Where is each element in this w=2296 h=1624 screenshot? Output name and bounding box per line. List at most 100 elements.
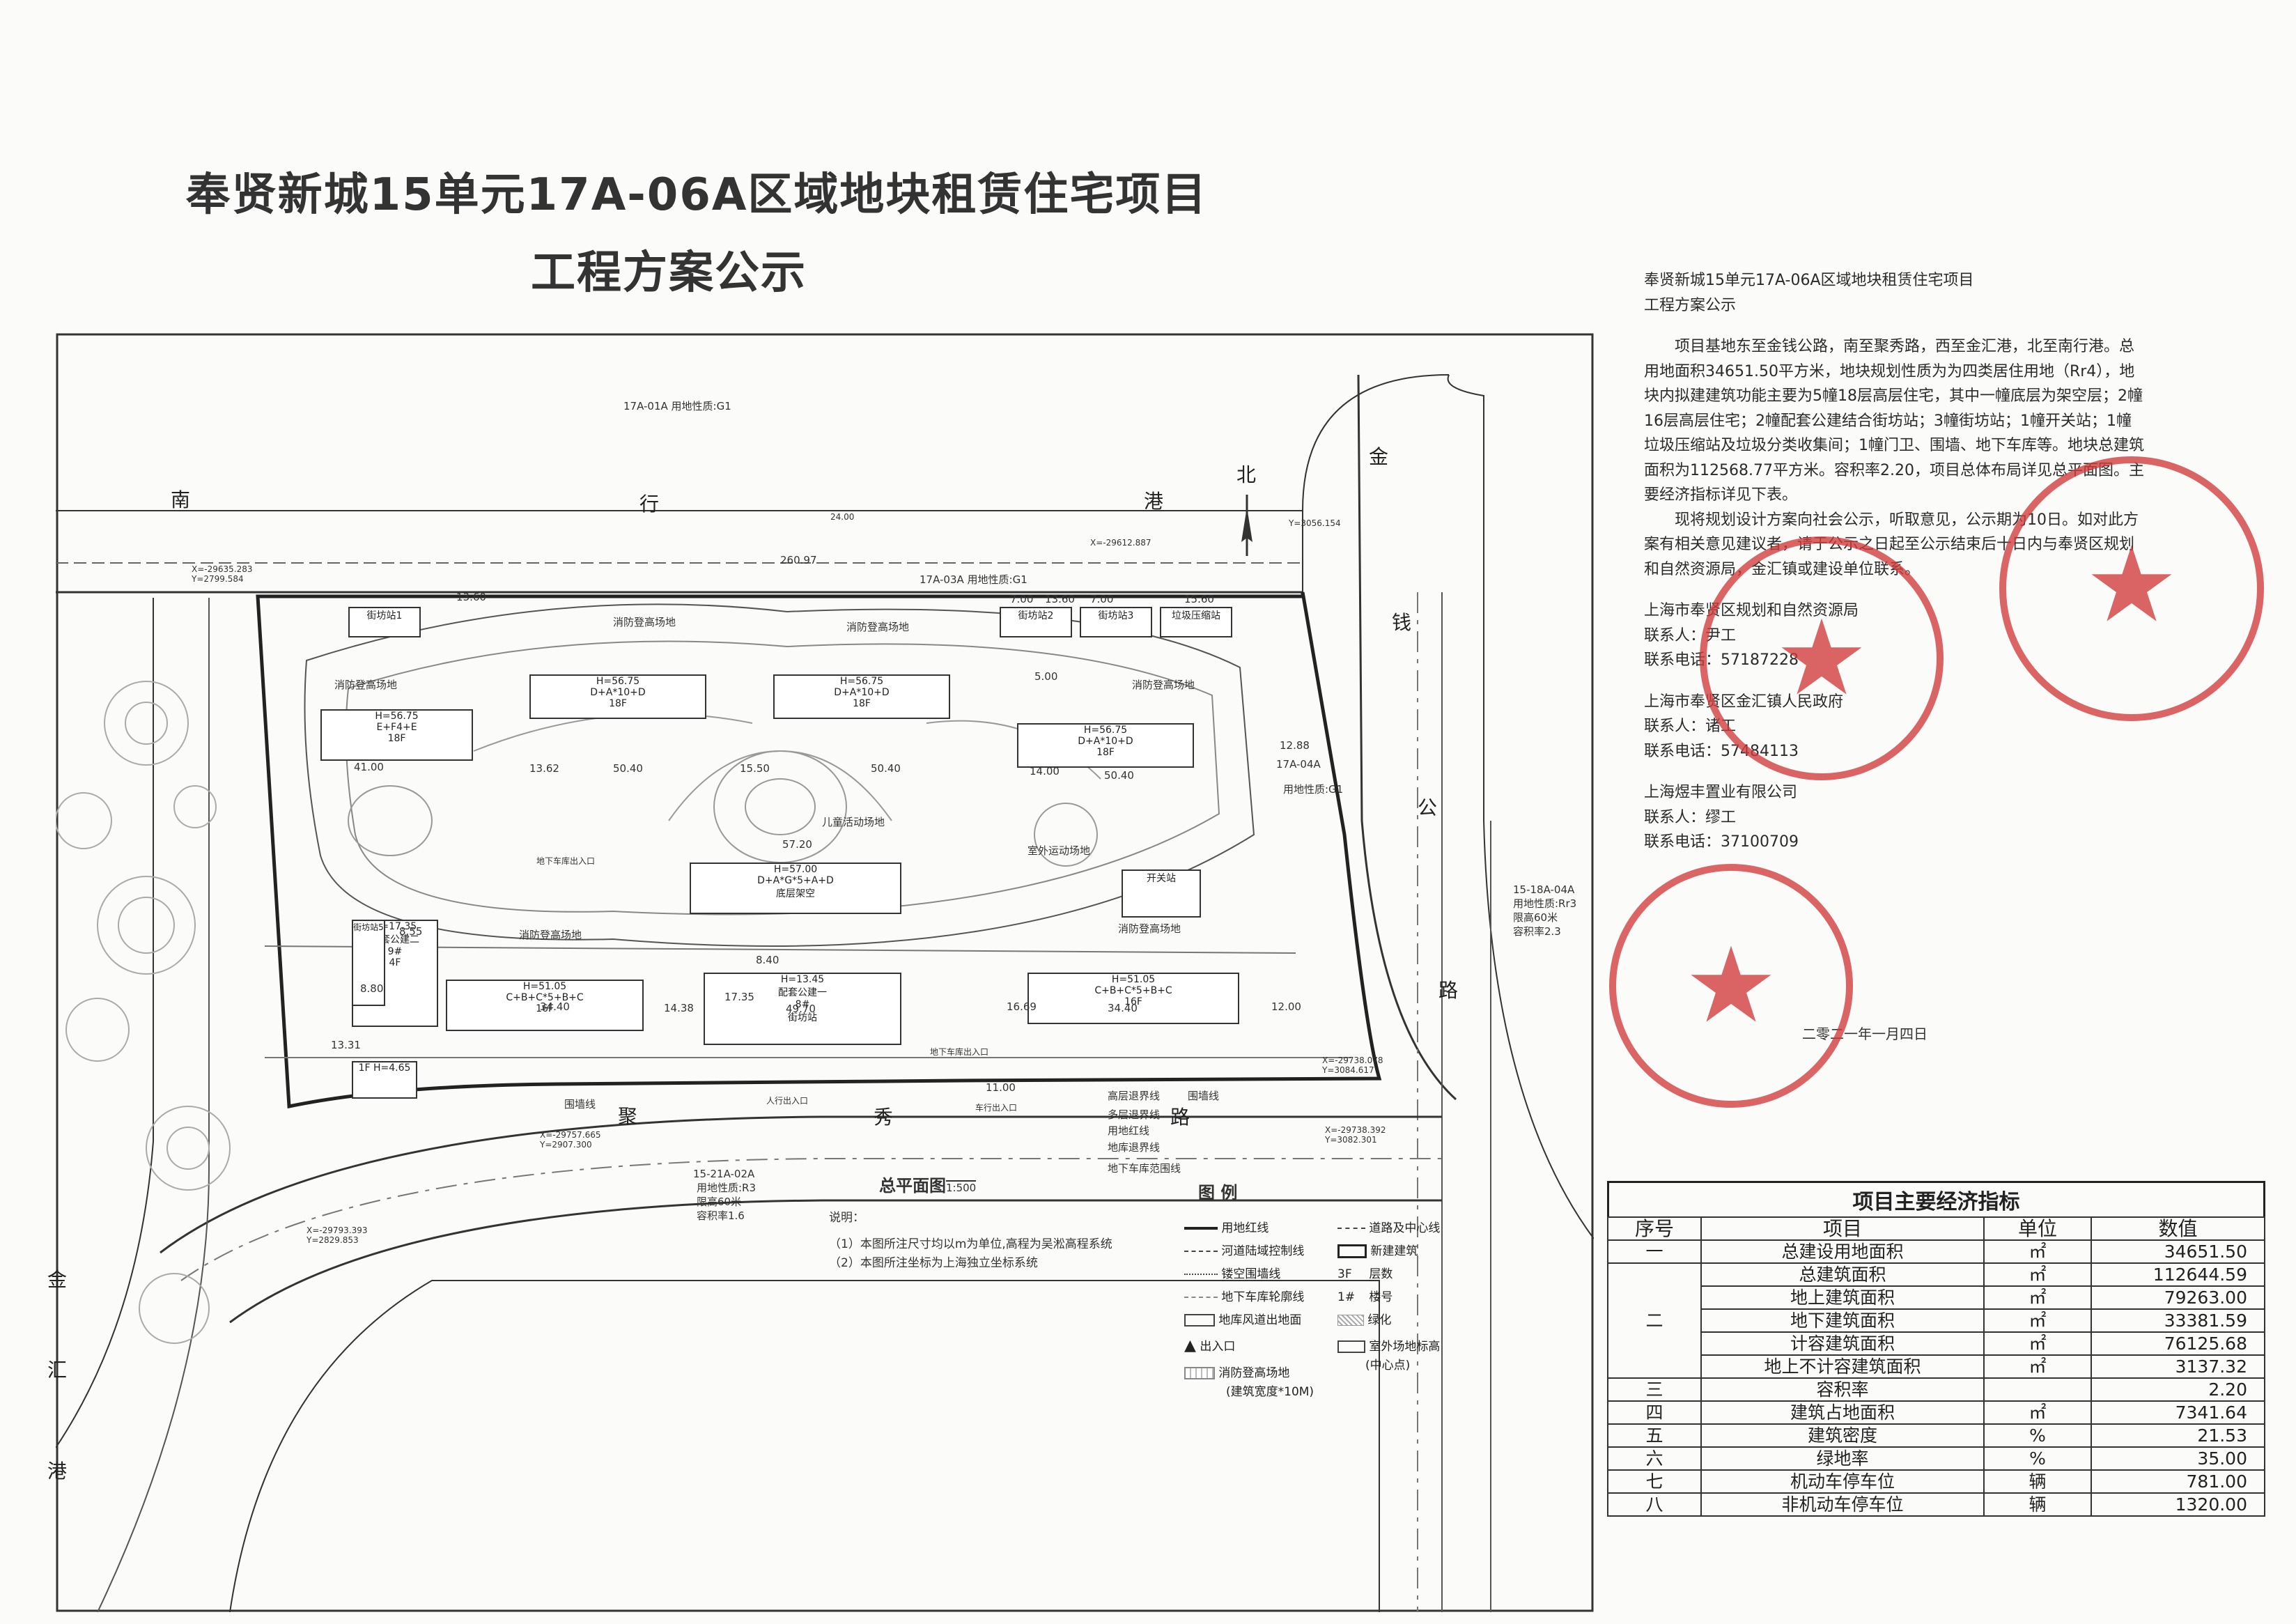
edge-label-2: 围墙线 (1188, 1090, 1220, 1102)
entrance-icon: ▲ (1184, 1337, 1196, 1354)
legend-r6: 室外场地标高 (1369, 1340, 1441, 1354)
dim-23: 16.69 (1007, 1000, 1037, 1013)
phone-3: 联系电话：37100709 (1644, 833, 1799, 851)
stamp-town-government: ★ (1700, 536, 1944, 780)
legend-l1: 用地红线 (1221, 1221, 1269, 1235)
stamp-planning-bureau: ★ (1999, 456, 2264, 721)
edge-label-6: 围墙线 (564, 1098, 596, 1111)
dim-9: 50.40 (871, 762, 901, 775)
west-landscape (56, 681, 231, 1344)
area-fire-3: 消防登高场地 (334, 679, 398, 691)
dim-10: 14.00 (1030, 765, 1060, 778)
legend-l2: 河道陆域控制线 (1221, 1244, 1305, 1258)
coord-3: X=-29738.078 (1322, 1055, 1383, 1065)
legend-r5: 绿化 (1367, 1313, 1392, 1327)
road-north-char3: 港 (1144, 490, 1164, 513)
col-header-item: 项目 (1700, 1216, 1985, 1241)
dim-top: 260.97 (780, 554, 817, 566)
area-car-entry: 车行出入口 (975, 1103, 1018, 1113)
plot-east-label2: 用地性质:G1 (1283, 783, 1344, 796)
dim-2: 7.00 (1010, 593, 1034, 605)
dim-18: 8.80 (360, 982, 384, 995)
road-east-char4: 路 (1438, 979, 1459, 1002)
road-east-char1: 金 (1369, 445, 1389, 468)
edge-label-7: 地下车库范围线 (1108, 1162, 1181, 1175)
edge-label-3: 多层退界线 (1108, 1108, 1161, 1121)
dim-27: 11.00 (986, 1081, 1016, 1094)
legend-l4: 地下车库轮廓线 (1221, 1290, 1305, 1304)
dim-25: 8.40 (756, 954, 779, 966)
dim-8: 15.50 (740, 762, 770, 775)
star-icon: ★ (1774, 598, 1869, 719)
note-1: （1）本图所注尺寸均以m为单位,高程为吴淞高程系统 (829, 1237, 1112, 1251)
dim-river-width: 24.00 (830, 512, 855, 522)
notes-head: 说明： (829, 1211, 864, 1225)
legend-r3-sym: 3F (1337, 1267, 1352, 1281)
coord-5: X=-29738.392 (1325, 1125, 1386, 1135)
guard-house: 1F H=4.65 (352, 1061, 417, 1099)
area-fire-5: 消防登高场地 (519, 929, 582, 941)
plot-se-label: 15-18A-04A (1513, 883, 1575, 896)
legend-green-symbol (1337, 1315, 1364, 1326)
dim-14: 49.70 (786, 1003, 816, 1015)
col-header-value: 数值 (2091, 1216, 2265, 1241)
site-plan: 南 行 港 北 金 钱 公 路 聚 秀 路 金 汇 港 17A-01A 用地性质… (47, 333, 1594, 1612)
coord-2: X=-29612.887 (1090, 538, 1151, 548)
plot-south-label2: 用地性质:R3 (697, 1182, 757, 1194)
coord-4b: Y=2907.300 (540, 1140, 592, 1150)
legend-l7b: (建筑宽度*10M) (1226, 1385, 1314, 1399)
col-header-unit: 单位 (1983, 1216, 2092, 1241)
road-east-char2: 钱 (1392, 611, 1412, 634)
switch-station: 开关站 (1122, 869, 1201, 918)
road-west-char3: 港 (47, 1460, 68, 1483)
legend-vent-symbol (1184, 1314, 1215, 1327)
legend-l7: 消防登高场地 (1218, 1366, 1290, 1380)
dim-19: 13.31 (331, 1039, 361, 1051)
plot-north-label: 17A-01A 用地性质:G1 (623, 400, 731, 412)
station-2: 街坊站2 (1000, 607, 1072, 637)
road-east-char3: 公 (1418, 796, 1438, 819)
station-3: 街坊站3 (1080, 607, 1152, 637)
station-5: 街坊站5 (352, 920, 385, 1006)
edge-label-5: 地库退界线 (1108, 1141, 1161, 1154)
dim-6: 41.00 (354, 761, 384, 773)
contact-3: 联系人：缪工 (1644, 808, 1737, 826)
legend-redline-symbol (1184, 1227, 1218, 1230)
stamp-developer: ★ (1609, 864, 1853, 1108)
plot-se-label4: 容积率2.3 (1513, 925, 1561, 938)
legend-river-symbol (1184, 1251, 1218, 1252)
note-2: （2）本图所注坐标为上海独立坐标系统 (829, 1256, 1038, 1270)
coord-6b: Y=2829.853 (307, 1235, 359, 1245)
coord-1: X=-29635.283 (192, 564, 253, 574)
plot-se-label3: 限高60米 (1513, 911, 1558, 924)
coord-3b: Y=3084.617 (1322, 1065, 1374, 1075)
legend-l6: 出入口 (1200, 1340, 1236, 1354)
trash-station: 垃圾压缩站 (1160, 607, 1232, 637)
north-arrow (1241, 495, 1252, 556)
coord-2b: Y=3056.154 (1289, 518, 1341, 528)
road-south-char1: 聚 (618, 1105, 638, 1128)
dim-4: 7.00 (1090, 593, 1114, 605)
legend-garage-symbol (1184, 1297, 1218, 1298)
plot-south-label: 15-21A-02A (693, 1168, 755, 1180)
table-row: 六绿地率%35.00 (1607, 1446, 2265, 1471)
table-row: 五建筑密度%21.53 (1607, 1423, 2265, 1448)
dim-13: 57.20 (782, 838, 812, 851)
road-south-char3: 路 (1170, 1106, 1190, 1129)
drawing-frame (56, 333, 1594, 1612)
page-subtitle: 工程方案公示 (531, 247, 807, 299)
star-icon: ★ (2084, 525, 2179, 646)
dim-1: 13.60 (456, 591, 486, 603)
dim-20: 12.88 (1280, 739, 1310, 752)
edge-label-4: 用地红线 (1108, 1124, 1150, 1137)
station-1: 街坊站1 (348, 607, 421, 637)
